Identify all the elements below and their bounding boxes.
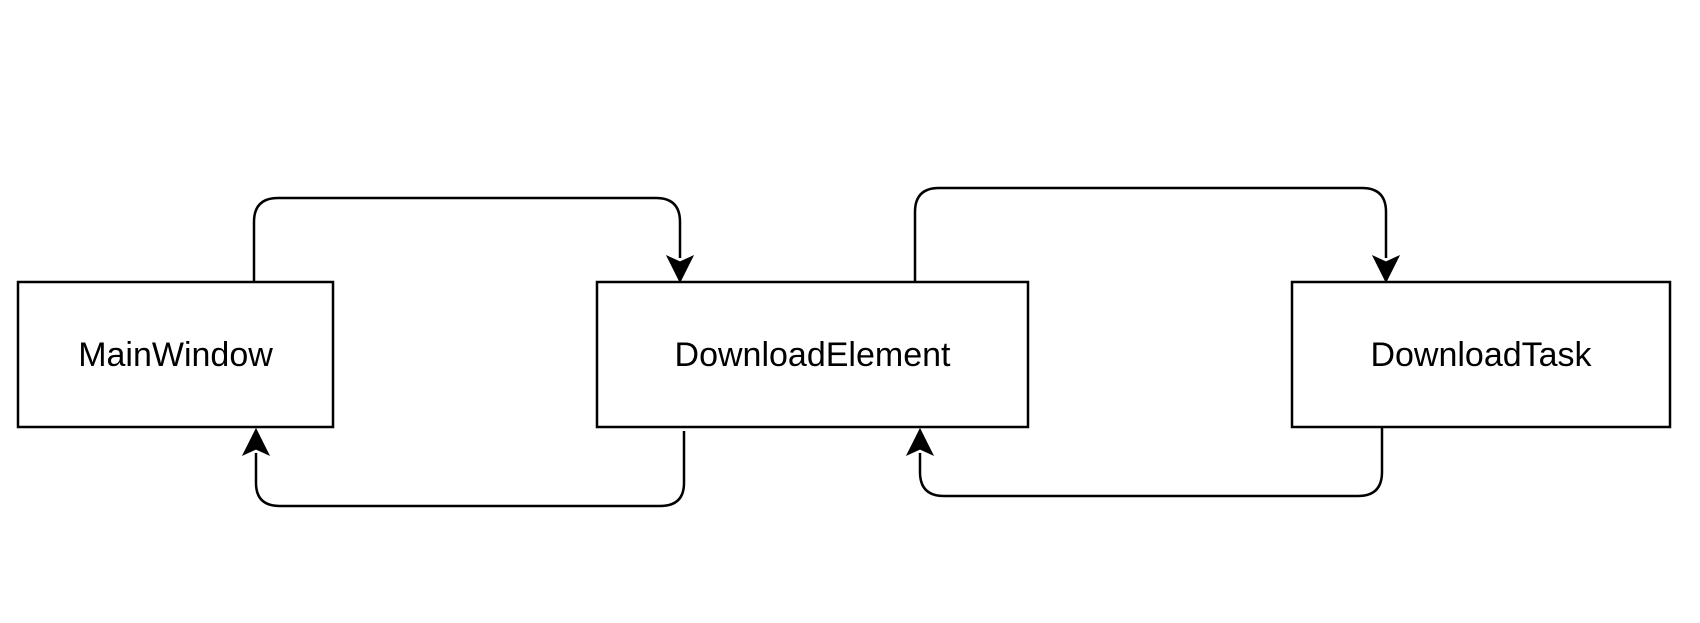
arrow-head [1371,254,1401,284]
node-label: DownloadTask [1370,336,1592,374]
node-download-task: DownloadTask [1290,280,1672,429]
node-download-element: DownloadElement [595,280,1030,429]
node-box [595,280,1030,429]
node-label: MainWindow [78,336,273,374]
edge-downloadelement-to-downloadtask [913,186,1401,284]
edge-mainwindow-to-downloadelement [252,196,695,284]
node-label: DownloadElement [675,336,951,374]
node-box [16,280,335,429]
arrow-head [665,254,695,284]
edge-downloadelement-to-mainwindow [241,427,686,508]
node-main-window: MainWindow [16,280,335,429]
arrow-head [241,427,271,457]
edge-downloadtask-to-downloadelement [905,427,1384,498]
node-box [1290,280,1672,429]
arrow-head [905,427,935,457]
